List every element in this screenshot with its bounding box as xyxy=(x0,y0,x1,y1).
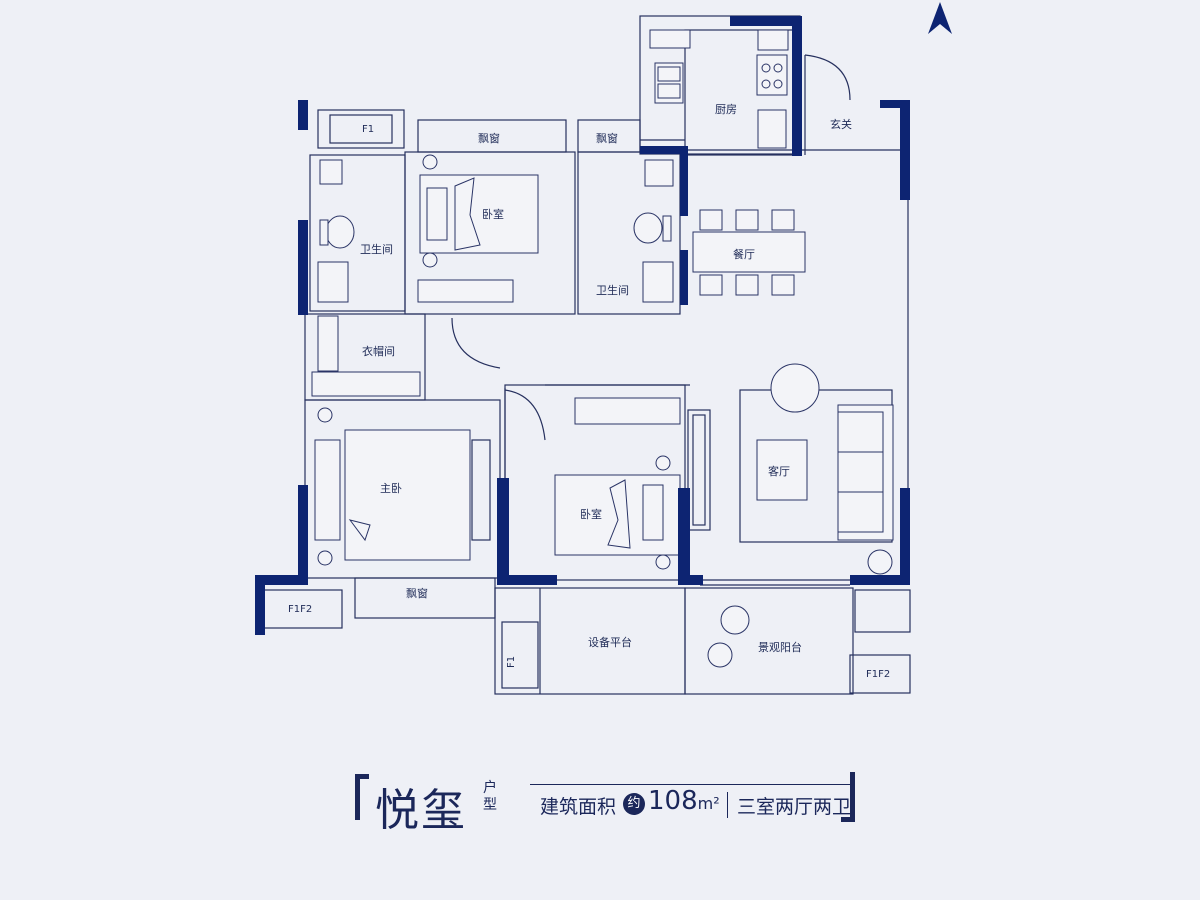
bedroom-mid-label: 卧室 xyxy=(580,507,602,521)
f1-bottom-tag: F1 xyxy=(506,656,517,668)
f1f2-right-tag: F1F2 xyxy=(866,669,890,680)
caption-divider xyxy=(727,792,728,818)
caption-rule xyxy=(530,784,850,785)
furniture xyxy=(311,29,894,668)
equipment-platform-label: 设备平台 xyxy=(588,635,632,649)
layout-description: 三室两厅两卫 xyxy=(737,796,852,818)
left-bracket-top xyxy=(355,774,369,779)
left-bracket xyxy=(355,774,370,820)
bay-window-top-right-label: 飘窗 xyxy=(596,131,618,145)
wardrobe-label: 衣帽间 xyxy=(362,344,395,358)
plan-type: 户型 xyxy=(483,780,497,813)
entry-label: 玄关 xyxy=(830,117,852,131)
bay-window-top-left-label: 飘窗 xyxy=(478,131,500,145)
area-unit: m² xyxy=(697,794,720,813)
balcony-label: 景观阳台 xyxy=(758,640,802,654)
area-label: 建筑面积 xyxy=(540,796,617,818)
f1f2-left-tag: F1F2 xyxy=(288,604,312,615)
bathroom-right-label: 卫生间 xyxy=(596,283,629,297)
area-value: 108m² xyxy=(648,786,720,816)
thin-walls xyxy=(261,15,911,695)
north-arrow-icon xyxy=(928,2,952,34)
structural-walls xyxy=(255,16,910,635)
f1-top-tag: F1 xyxy=(362,124,374,135)
right-bracket xyxy=(850,772,855,822)
plan-name: 悦玺 xyxy=(375,785,467,836)
bathroom-left-label: 卫生间 xyxy=(360,242,393,256)
bedroom-top-label: 卧室 xyxy=(482,207,504,221)
dining-label: 餐厅 xyxy=(733,247,755,261)
bay-window-bottom-label: 飘窗 xyxy=(406,586,428,600)
right-bracket-bottom xyxy=(841,817,855,822)
master-bedroom-label: 主卧 xyxy=(380,482,402,495)
living-label: 客厅 xyxy=(768,464,790,478)
about-badge: 约 xyxy=(623,793,645,815)
area-number: 108 xyxy=(648,786,698,816)
kitchen-label: 厨房 xyxy=(715,103,737,116)
plan-caption: 悦玺 户型 建筑面积 约 108m² 三室两厅两卫 xyxy=(355,772,865,836)
